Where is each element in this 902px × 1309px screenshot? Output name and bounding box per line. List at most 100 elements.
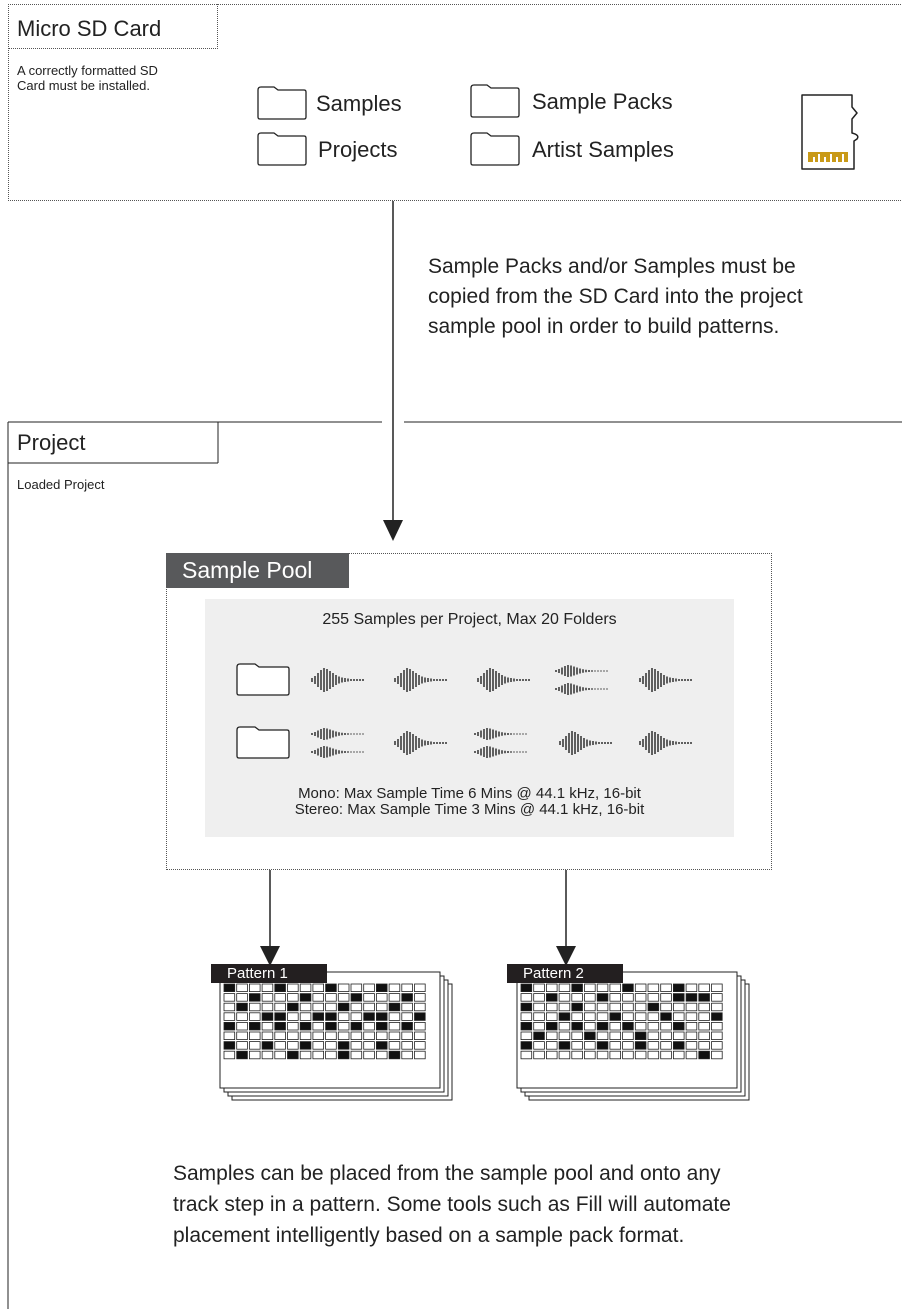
pattern-step[interactable] (401, 983, 413, 992)
pattern-step[interactable] (388, 1022, 401, 1031)
pattern-step[interactable] (274, 1012, 286, 1021)
pattern-step[interactable] (685, 983, 698, 992)
pattern-step[interactable] (388, 1012, 401, 1021)
pattern-step[interactable] (261, 993, 274, 1002)
pattern-step[interactable] (249, 1002, 261, 1012)
pattern-step[interactable] (520, 1002, 533, 1012)
pattern-step[interactable] (249, 1041, 261, 1050)
pattern-step[interactable] (274, 983, 286, 992)
pattern-step[interactable] (414, 1041, 426, 1050)
pattern-step[interactable] (325, 983, 337, 992)
pattern-step[interactable] (274, 1041, 286, 1050)
pattern-step[interactable] (375, 1022, 388, 1031)
pattern-step[interactable] (596, 983, 609, 992)
pattern-step[interactable] (711, 1012, 723, 1021)
pattern-step[interactable] (711, 993, 723, 1002)
pattern-step[interactable] (261, 1041, 274, 1050)
pattern-step[interactable] (584, 983, 596, 992)
pattern-step[interactable] (546, 1002, 558, 1012)
pattern-step[interactable] (596, 1050, 609, 1060)
pattern-step[interactable] (546, 1012, 558, 1021)
pattern-step[interactable] (375, 1002, 388, 1012)
pattern-step[interactable] (249, 1050, 261, 1060)
pattern-step[interactable] (647, 993, 660, 1002)
pattern-step[interactable] (350, 1002, 363, 1012)
pattern-step[interactable] (558, 1050, 571, 1060)
pattern-step[interactable] (546, 1050, 558, 1060)
pattern-step[interactable] (401, 1002, 413, 1012)
pattern-step[interactable] (299, 1031, 312, 1040)
pattern-step[interactable] (414, 993, 426, 1002)
pattern-step[interactable] (622, 1022, 634, 1031)
pattern-step[interactable] (660, 1002, 672, 1012)
pattern-step[interactable] (698, 1022, 710, 1031)
pattern-step[interactable] (634, 1002, 647, 1012)
pattern-step[interactable] (337, 1012, 350, 1021)
pattern-step[interactable] (672, 1031, 685, 1040)
pattern-step[interactable] (672, 983, 685, 992)
pattern-step[interactable] (672, 1041, 685, 1050)
pattern-step[interactable] (622, 1050, 634, 1060)
pattern-step[interactable] (558, 983, 571, 992)
pattern-step[interactable] (363, 1012, 375, 1021)
pattern-step[interactable] (350, 1041, 363, 1050)
pattern-step[interactable] (596, 1041, 609, 1050)
pattern-step[interactable] (223, 1031, 236, 1040)
pattern-step[interactable] (558, 1012, 571, 1021)
pattern-step[interactable] (533, 983, 545, 992)
pattern-step[interactable] (609, 1031, 622, 1040)
pattern-step[interactable] (299, 983, 312, 992)
pattern-step[interactable] (660, 1012, 672, 1021)
pattern-step[interactable] (375, 1050, 388, 1060)
pattern-step[interactable] (287, 1012, 299, 1021)
pattern-step[interactable] (672, 1050, 685, 1060)
pattern-step[interactable] (685, 1041, 698, 1050)
pattern-step[interactable] (350, 983, 363, 992)
pattern-step[interactable] (414, 983, 426, 992)
pattern-step[interactable] (520, 1012, 533, 1021)
pattern-step[interactable] (546, 993, 558, 1002)
pattern-step[interactable] (274, 1050, 286, 1060)
pattern-step[interactable] (325, 1012, 337, 1021)
pattern-step[interactable] (660, 1022, 672, 1031)
pattern-step[interactable] (596, 1022, 609, 1031)
pattern-step[interactable] (558, 1041, 571, 1050)
pattern-step[interactable] (533, 1012, 545, 1021)
pattern-step[interactable] (685, 1012, 698, 1021)
pattern-step[interactable] (388, 1041, 401, 1050)
pattern-step[interactable] (236, 1050, 248, 1060)
pattern-step[interactable] (388, 1031, 401, 1040)
pattern-step[interactable] (414, 1022, 426, 1031)
folder-icon[interactable] (469, 84, 521, 118)
pattern-step[interactable] (609, 993, 622, 1002)
pattern-step[interactable] (249, 993, 261, 1002)
pattern-step[interactable] (609, 1022, 622, 1031)
pattern-step[interactable] (261, 1002, 274, 1012)
pattern-step[interactable] (711, 1002, 723, 1012)
pattern-step[interactable] (584, 1002, 596, 1012)
pattern-step[interactable] (299, 1012, 312, 1021)
pattern-step[interactable] (698, 1012, 710, 1021)
pattern-step[interactable] (546, 983, 558, 992)
pattern-step[interactable] (375, 1031, 388, 1040)
pattern-step[interactable] (414, 1012, 426, 1021)
pattern-step[interactable] (609, 1050, 622, 1060)
pattern-step[interactable] (401, 1022, 413, 1031)
pattern-step[interactable] (375, 993, 388, 1002)
pattern-step[interactable] (274, 993, 286, 1002)
pattern-step[interactable] (312, 1022, 325, 1031)
pattern-step[interactable] (634, 1041, 647, 1050)
pattern-step[interactable] (236, 1002, 248, 1012)
pattern-step[interactable] (647, 1022, 660, 1031)
pattern-step[interactable] (711, 1022, 723, 1031)
pattern-step[interactable] (596, 1002, 609, 1012)
pattern-step[interactable] (337, 983, 350, 992)
pattern-step[interactable] (698, 1031, 710, 1040)
pattern-step[interactable] (647, 1050, 660, 1060)
pattern-step[interactable] (223, 1012, 236, 1021)
pattern-step[interactable] (337, 1031, 350, 1040)
pattern-step[interactable] (660, 1031, 672, 1040)
pattern-step[interactable] (647, 1041, 660, 1050)
pattern-step[interactable] (520, 1031, 533, 1040)
pattern-step[interactable] (672, 1012, 685, 1021)
